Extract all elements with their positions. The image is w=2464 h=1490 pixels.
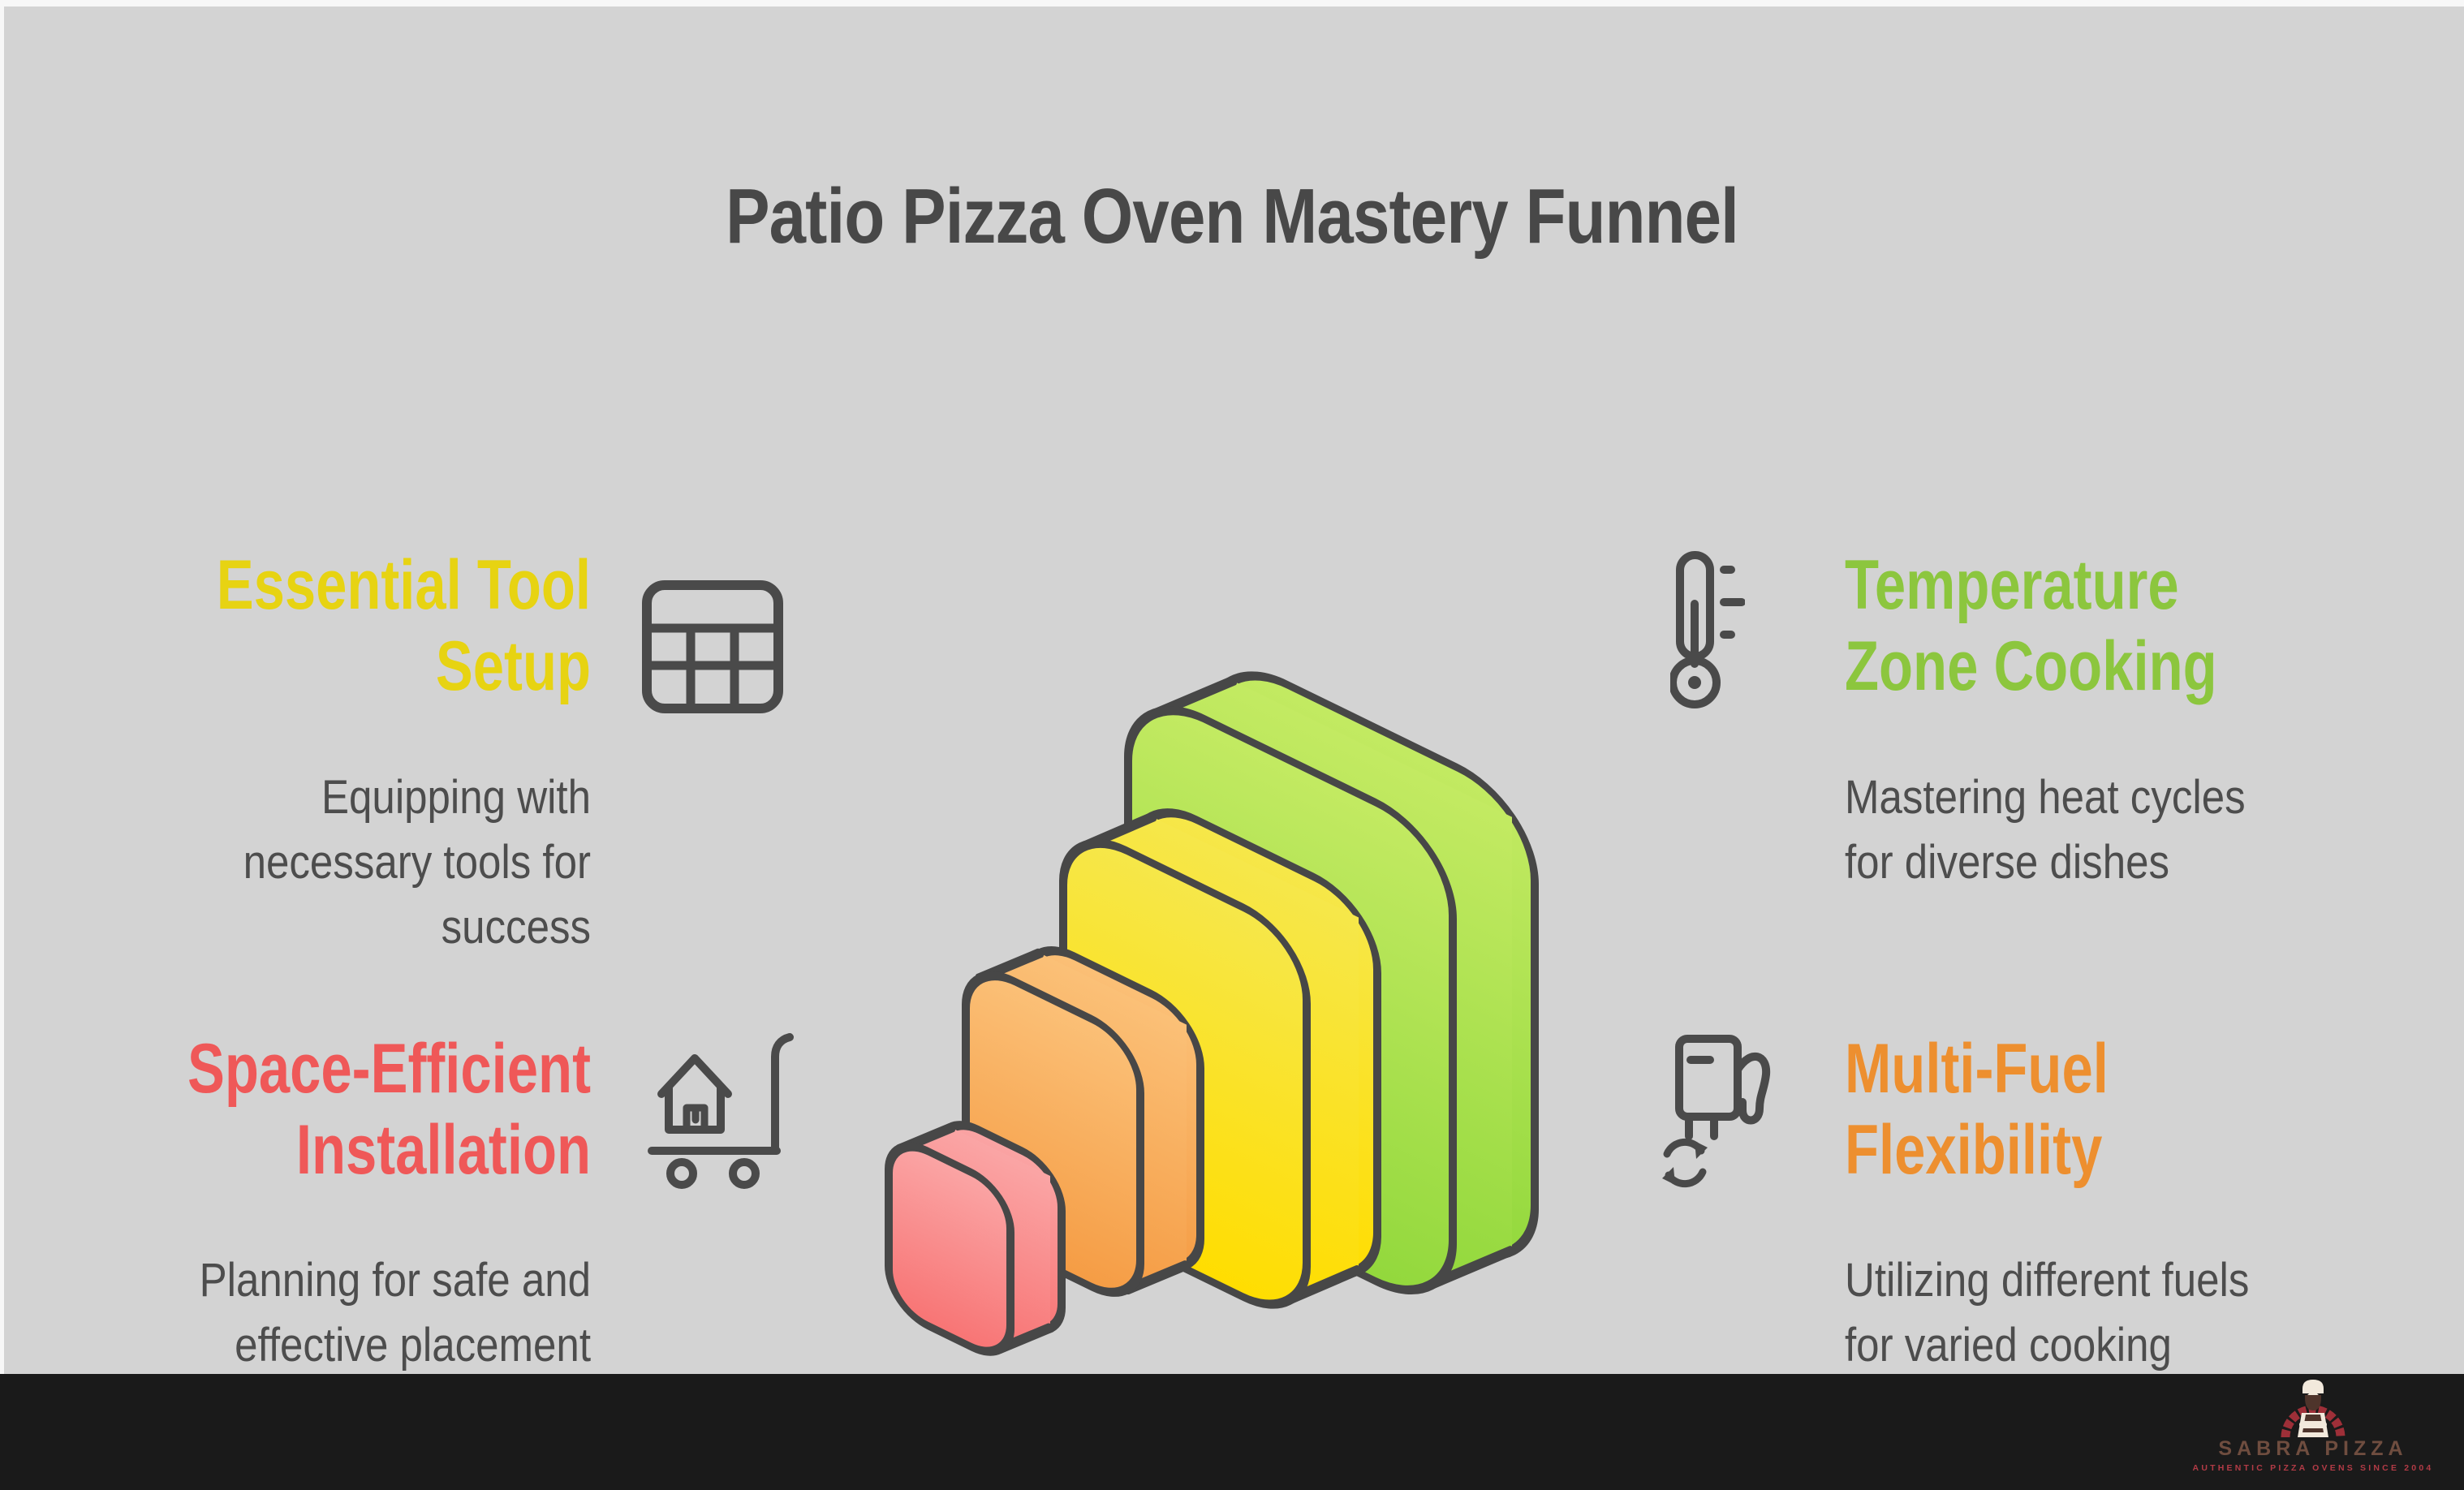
heading-line: Flexibility: [1845, 1110, 2103, 1189]
heading-line: Zone Cooking: [1845, 627, 2217, 705]
section-heading-multi-fuel-flexibility: Multi-Fuel Flexibility: [1845, 1029, 2273, 1191]
funnel-level-1-smallest: [885, 1121, 1066, 1356]
body-line: for varied cooking: [1845, 1319, 2172, 1372]
house-cart-icon: [645, 1029, 799, 1199]
table-grid-icon: [640, 578, 786, 716]
heading-line: Essential Tool: [216, 546, 591, 624]
body-line: Equipping with: [321, 771, 591, 824]
heading-line: Setup: [435, 627, 591, 705]
section-body-essential-tool-setup: Equipping with necessary tools for succe…: [142, 765, 591, 960]
section-body-space-efficient-installation: Planning for safe and effective placemen…: [142, 1248, 591, 1378]
frame-top-strip: [0, 0, 2464, 6]
fuel-pump-refresh-icon: [1652, 1032, 1789, 1199]
body-line: for diverse dishes: [1845, 836, 2170, 889]
section-heading-space-efficient-installation: Space-Efficient Installation: [183, 1029, 591, 1191]
brand-tagline: AUTHENTIC PIZZA OVENS SINCE 2004: [2192, 1463, 2434, 1473]
chef-oven-logo-icon: [2281, 1380, 2346, 1438]
section-heading-temperature-zone-cooking: Temperature Zone Cooking: [1845, 545, 2273, 708]
page-title: Patio Pizza Oven Mastery Funnel: [726, 173, 1739, 260]
body-line: effective placement: [235, 1319, 591, 1372]
body-line: Mastering heat cycles: [1845, 771, 2246, 824]
body-line: success: [441, 901, 591, 954]
body-line: necessary tools for: [243, 836, 591, 889]
footer-bar: SABRA PIZZA AUTHENTIC PIZZA OVENS SINCE …: [0, 1374, 2464, 1490]
brand-name: SABRA PIZZA: [2218, 1437, 2408, 1460]
frame-left-strip: [0, 0, 4, 1374]
heading-line: Multi-Fuel: [1845, 1030, 2109, 1108]
heading-line: Temperature: [1845, 546, 2179, 624]
funnel-diagram: [885, 671, 1539, 1356]
thermometer-icon: [1670, 550, 1745, 713]
section-body-temperature-zone-cooking: Mastering heat cycles for diverse dishes: [1845, 765, 2316, 895]
section-body-multi-fuel-flexibility: Utilizing different fuels for varied coo…: [1845, 1248, 2316, 1378]
body-line: Utilizing different fuels: [1845, 1254, 2250, 1307]
section-heading-essential-tool-setup: Essential Tool Setup: [183, 545, 591, 708]
funnel-level-2: [962, 946, 1204, 1297]
brand-logo: SABRA PIZZA AUTHENTIC PIZZA OVENS SINCE …: [2175, 1376, 2451, 1473]
heading-line: Installation: [295, 1110, 591, 1189]
body-line: Planning for safe and: [199, 1254, 591, 1307]
heading-line: Space-Efficient: [187, 1030, 591, 1108]
